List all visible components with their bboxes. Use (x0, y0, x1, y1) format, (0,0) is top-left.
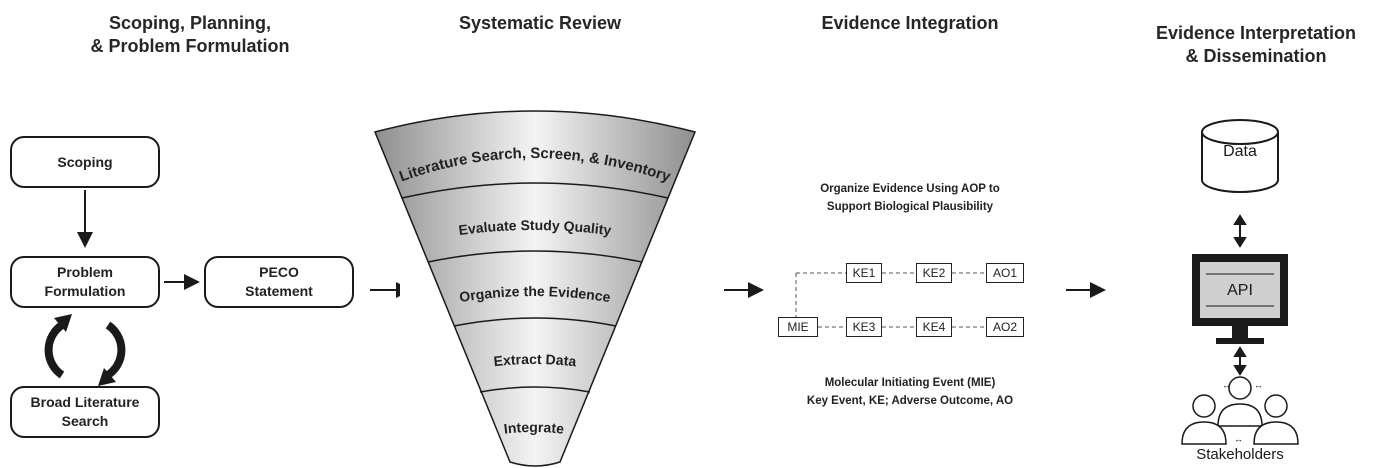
database-icon (1201, 119, 1279, 193)
broad-literature-search-label: Broad Literature Search (30, 394, 140, 429)
aop-node-ao1: AO1 (986, 263, 1024, 283)
header-evidence-integration: Evidence Integration (821, 13, 999, 33)
aop-title: Organize Evidence Using AOP to Support B… (820, 183, 1000, 213)
header-scoping: Scoping, Planning, & Problem Formulation (90, 13, 290, 56)
header-evidence-interpretation: Evidence Interpretation & Dissemination (1155, 23, 1357, 66)
aop-node-ke4: KE4 (916, 317, 952, 337)
peco-statement-box: PECO Statement (204, 256, 354, 308)
stakeholders-icon (1181, 376, 1299, 445)
double-arrow-icon (1233, 346, 1247, 376)
aop-node-ao2: AO2 (986, 317, 1024, 337)
svg-text:↔: ↔ (1234, 434, 1243, 444)
scoping-label: Scoping (57, 153, 113, 170)
problem-formulation-label: Problem Formulation (44, 264, 126, 299)
aop-node-ke1: KE1 (846, 263, 882, 283)
aop-legend: Molecular Initiating Event (MIE) Key Eve… (806, 377, 1014, 407)
header-systematic-review: Systematic Review (458, 13, 622, 33)
funnel-layer-label: Integrate (503, 419, 565, 437)
systematic-review-funnel: Literature Search, Screen, & Inventory E… (373, 110, 697, 467)
funnel-layer-label: Organize the Evidence (458, 283, 612, 305)
stakeholders-label: Stakeholders (1196, 446, 1284, 463)
scoping-arrows (44, 190, 400, 386)
api-label: API (1227, 282, 1253, 299)
dissemination-graphic: ↔ ↔ ↔ (1181, 119, 1299, 445)
cycle-arrows-icon (44, 314, 126, 386)
aop-node-mie: MIE (778, 317, 818, 337)
aop-node-ke3: KE3 (846, 317, 882, 337)
aop-node-ke2: KE2 (916, 263, 952, 283)
svg-text:↔: ↔ (1254, 380, 1263, 390)
problem-formulation-box: Problem Formulation (10, 256, 160, 308)
monitor-icon (1192, 254, 1288, 344)
funnel-layer-label: Evaluate Study Quality (458, 217, 613, 238)
broad-literature-search-box: Broad Literature Search (10, 386, 160, 438)
database-label: Data (1223, 143, 1257, 160)
svg-text:↔: ↔ (1222, 380, 1231, 390)
peco-statement-label: PECO Statement (245, 264, 313, 299)
scoping-box: Scoping (10, 136, 160, 188)
double-arrow-icon (1233, 214, 1247, 248)
aop-connectors (795, 272, 986, 328)
